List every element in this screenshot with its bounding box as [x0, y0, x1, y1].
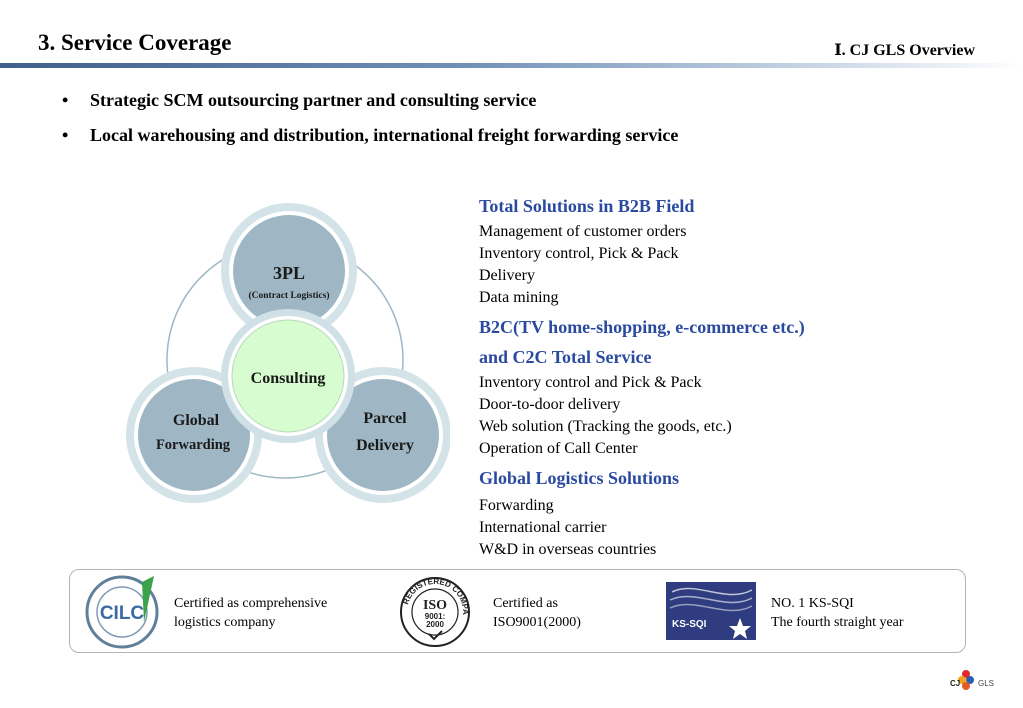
cj-gls-logo-icon: CJ GLS	[950, 670, 994, 690]
check-icon	[428, 630, 443, 641]
solution-heading: B2C(TV home-shopping, e-commerce etc.)	[479, 317, 805, 337]
bullet-item: •Local warehousing and distribution, int…	[62, 125, 679, 145]
solution-item: W&D in overseas countries	[479, 541, 657, 558]
section-label: Ⅰ. CJ GLS Overview	[834, 42, 975, 59]
bullet-dot-icon: •	[62, 125, 69, 145]
cert-iso-text: Certified as ISO9001(2000)	[493, 596, 581, 630]
solution-heading: Total Solutions in B2B Field	[479, 196, 695, 216]
consulting-label: Consulting	[251, 370, 326, 387]
ks-sqi-logo-text: KS-SQI	[672, 619, 707, 630]
solution-global: Global Logistics Solutions Forwarding In…	[479, 463, 679, 561]
bullet-list: •Strategic SCM outsourcing partner and c…	[62, 88, 678, 158]
parcel-delivery-line2: Delivery	[356, 437, 414, 454]
cilc-seal-icon: CILC	[85, 575, 159, 649]
svg-text:2000: 2000	[426, 620, 444, 629]
solution-b2c: B2C(TV home-shopping, e-commerce etc.) a…	[479, 312, 805, 460]
service-diagram: 3PL (Contract Logistics) Global Forwardi…	[126, 203, 450, 503]
solution-item: Operation of Call Center	[479, 440, 638, 457]
iso-seal-icon: REGISTERED COMPANY ISO 9001: 2000	[393, 576, 470, 647]
global-forwarding-line2: Forwarding	[156, 437, 231, 453]
solution-item: Delivery	[479, 267, 535, 284]
solution-item: Inventory control, Pick & Pack	[479, 245, 679, 262]
solution-item: Door-to-door delivery	[479, 396, 621, 413]
iso-logo-text: ISO	[423, 598, 447, 613]
page-title: 3. Service Coverage	[38, 30, 232, 55]
solution-heading: Global Logistics Solutions	[479, 468, 680, 488]
circle-consulting: Consulting	[221, 309, 355, 443]
bullet-item: •Strategic SCM outsourcing partner and c…	[62, 90, 537, 110]
parcel-delivery-line1: Parcel	[363, 410, 407, 427]
cert-kssqi-text: NO. 1 KS-SQI The fourth straight year	[771, 596, 904, 630]
circle-parcel-delivery: Parcel Delivery	[315, 367, 450, 503]
solution-item: Data mining	[479, 289, 559, 306]
ks-sqi-logo-icon: KS-SQI	[666, 582, 756, 640]
circle-global-forwarding: Global Forwarding	[126, 367, 262, 503]
svg-text:CJ: CJ	[950, 679, 960, 688]
3pl-subtitle: (Contract Logistics)	[249, 290, 330, 301]
solution-item: International carrier	[479, 519, 607, 536]
circle-3pl: 3PL (Contract Logistics)	[221, 203, 357, 339]
solution-item: Inventory control and Pick & Pack	[479, 374, 702, 391]
svg-text:9001:: 9001:	[425, 612, 445, 621]
star-icon	[729, 618, 751, 639]
global-forwarding-line1: Global	[173, 412, 220, 429]
solution-item: Web solution (Tracking the goods, etc.)	[479, 418, 732, 435]
bullet-dot-icon: •	[62, 90, 69, 110]
title-rule	[0, 63, 1023, 68]
certification-box	[69, 569, 966, 653]
solution-item: Forwarding	[479, 497, 554, 514]
cilc-logo-text: CILC	[100, 603, 145, 624]
3pl-title: 3PL	[273, 263, 305, 283]
solution-item: Management of customer orders	[479, 223, 687, 240]
cert-cilc-text: Certified as comprehensive logistics com…	[174, 596, 328, 630]
svg-text:GLS: GLS	[978, 679, 994, 688]
solution-heading-line2: and C2C Total Service	[479, 347, 652, 367]
solution-b2b: Total Solutions in B2B Field Management …	[479, 191, 694, 309]
